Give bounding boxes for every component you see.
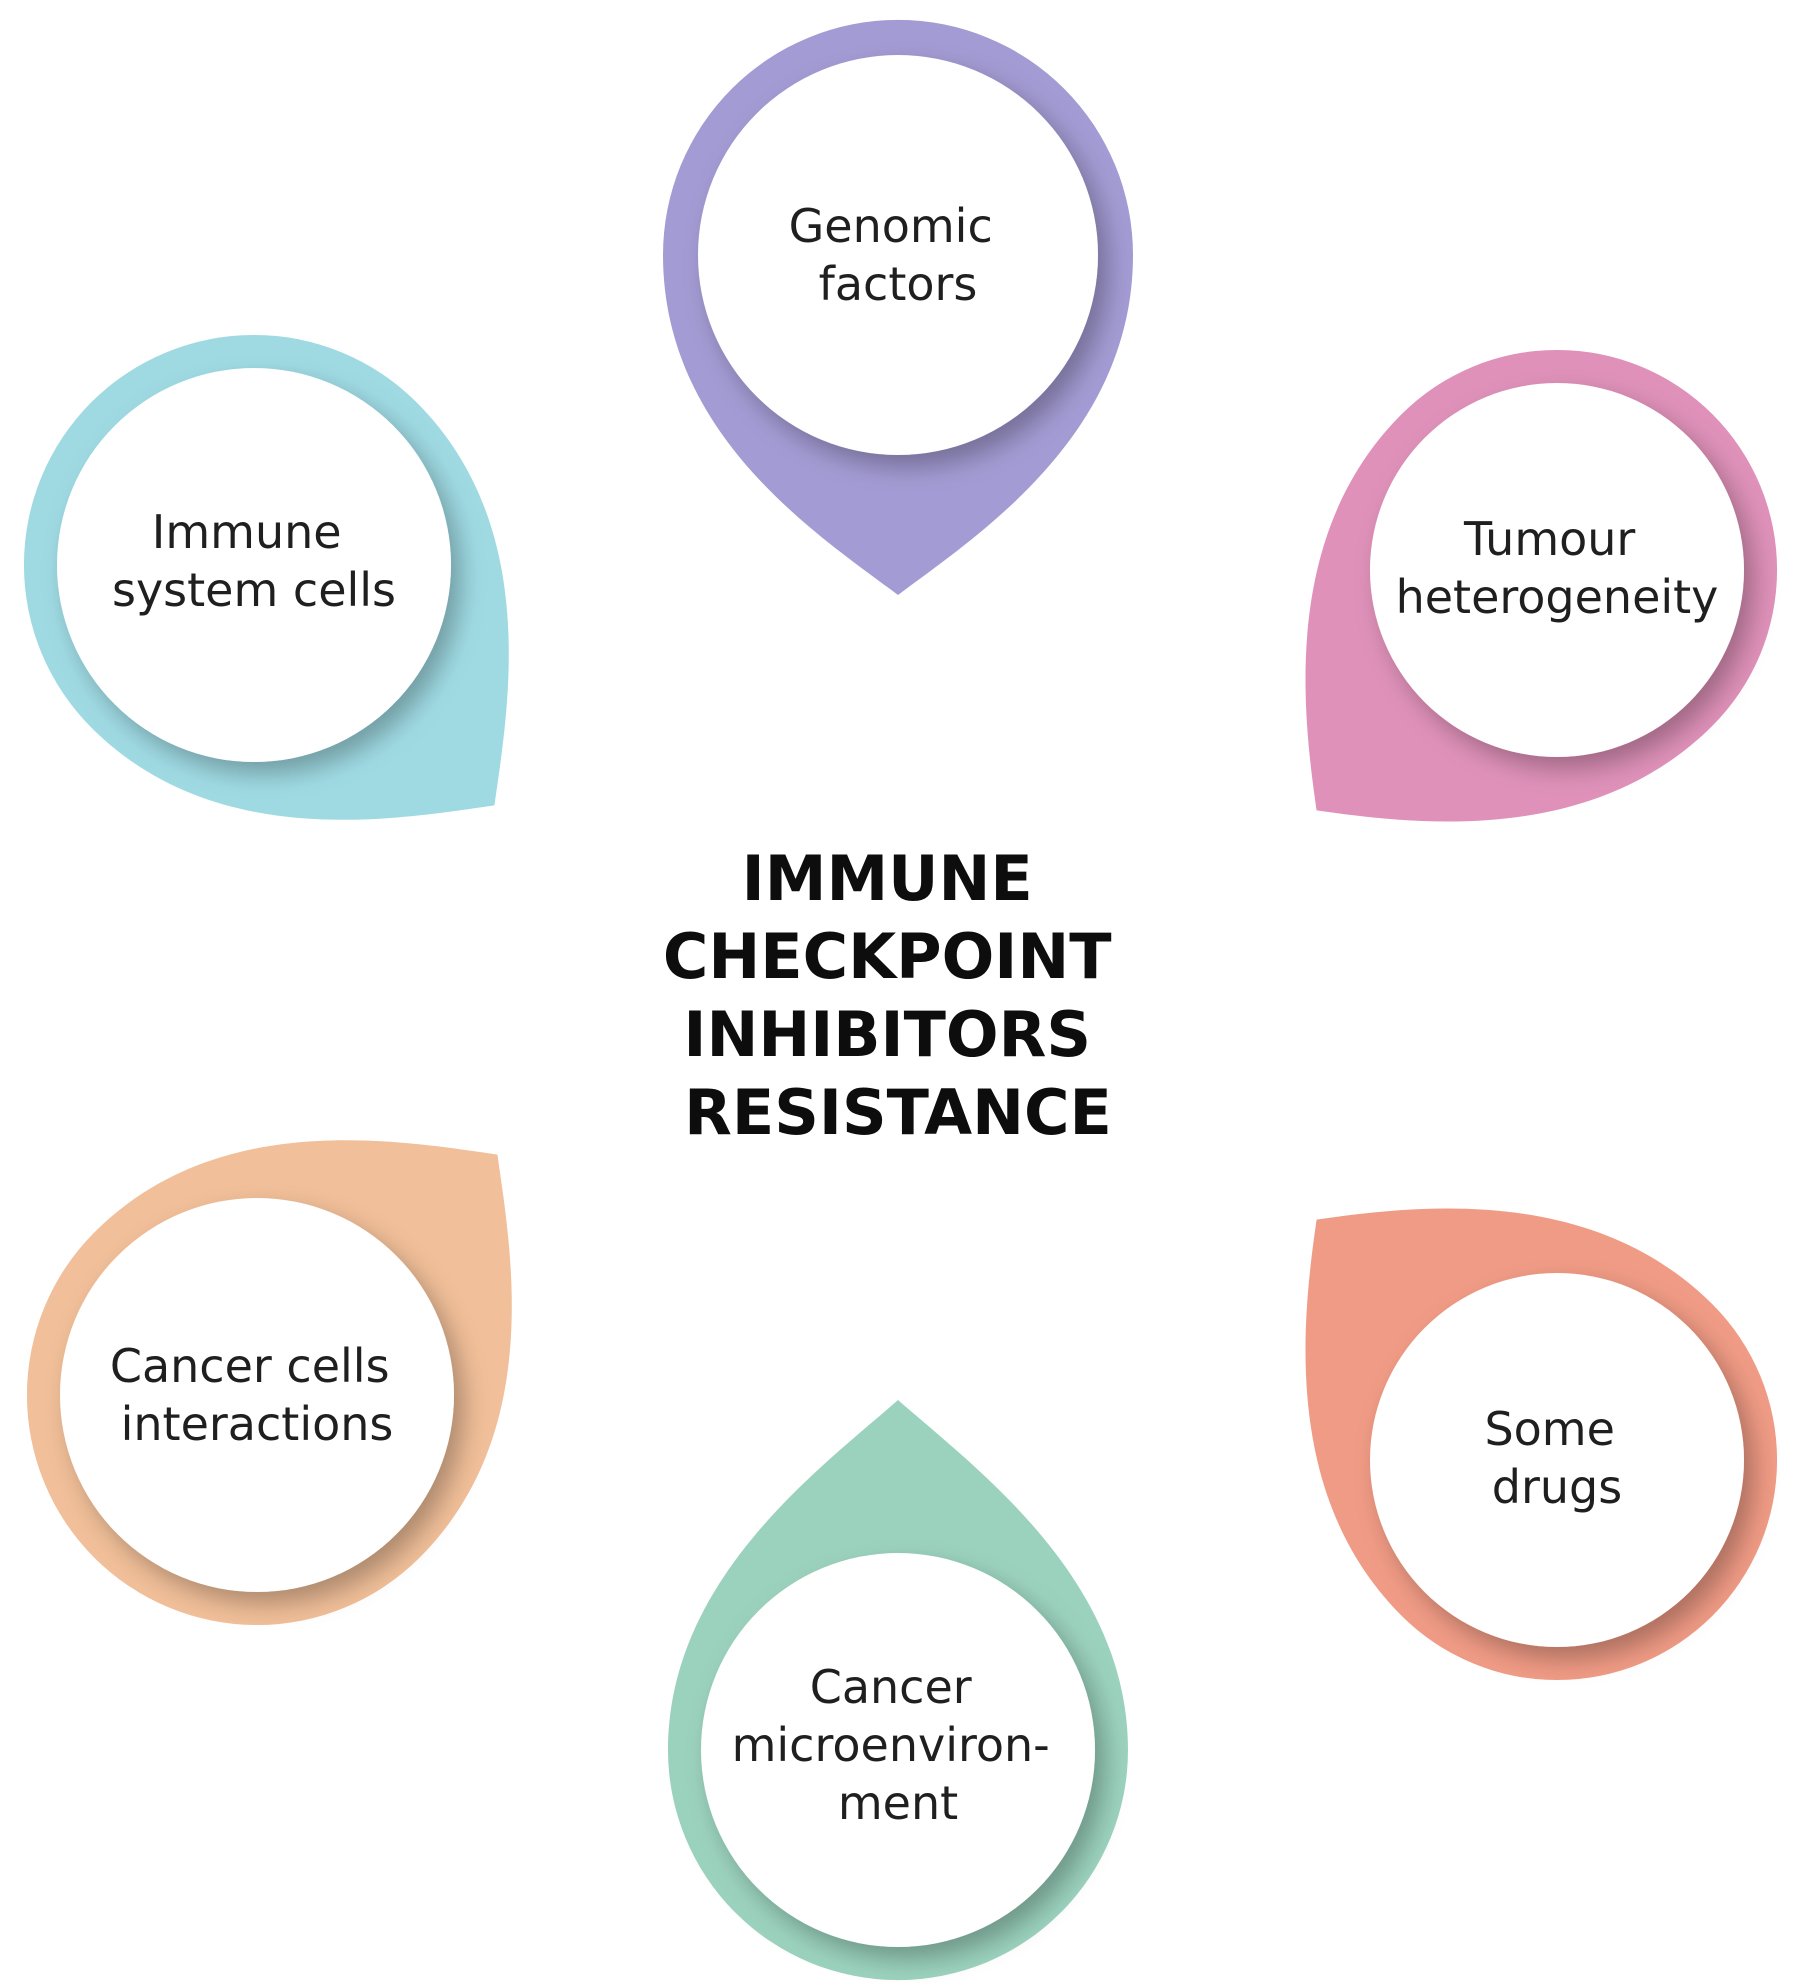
factor-cancer-cells-interactions-label: Cancer cells interactions <box>110 1339 404 1451</box>
factor-tumour-heterogeneity-circle <box>1370 383 1744 757</box>
factor-cancer-cells-interactions-circle <box>60 1198 455 1592</box>
factor-cancer-microenvironment-label: Cancer microenviron- ment <box>732 1660 1065 1830</box>
factor-immune-system-cells: Immune system cells <box>24 335 509 820</box>
factor-immune-system-cells-label: Immune system cells <box>112 505 396 617</box>
factor-genomic: Genomic factors <box>663 19 1133 595</box>
factor-cancer-microenvironment: Cancer microenviron- ment <box>668 1400 1128 1981</box>
center-title: IMMUNE CHECKPOINT INHIBITORS RESISTANCE <box>663 842 1133 1149</box>
factor-cancer-cells-interactions: Cancer cells interactions <box>27 1140 512 1625</box>
factor-cancer-microenvironment-circle <box>701 1553 1095 1947</box>
factor-tumour-heterogeneity: Tumour heterogeneity <box>1305 350 1777 822</box>
factor-immune-system-cells-circle <box>57 368 452 762</box>
factor-genomic-circle <box>698 55 1098 455</box>
factor-tumour-heterogeneity-label: Tumour heterogeneity <box>1396 512 1719 624</box>
factor-some-drugs-label: Some drugs <box>1484 1402 1629 1514</box>
factor-some-drugs: Some drugs <box>1305 1208 1777 1680</box>
factor-genomic-label: Genomic factors <box>789 199 1008 311</box>
factor-some-drugs-circle <box>1370 1273 1744 1647</box>
